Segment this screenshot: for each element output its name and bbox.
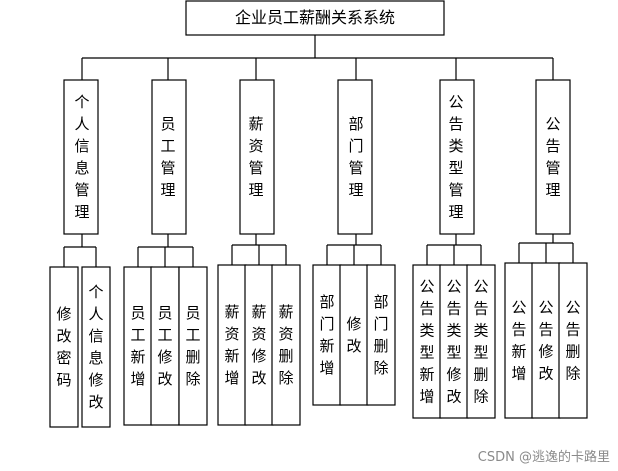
module-box: [63, 79, 99, 235]
module-label: 员工管理: [160, 115, 175, 199]
leaf-box: [123, 266, 153, 426]
module-box: [535, 79, 571, 235]
module-label: 公告管理: [545, 115, 560, 199]
leaf-box: [49, 266, 79, 428]
leaf-box: [312, 264, 342, 406]
module-box: [337, 79, 373, 235]
leaf-label: 部门删除: [373, 293, 388, 377]
leaf-label: 部门新增: [319, 293, 334, 377]
watermark: CSDN @逃逸的卡路里: [477, 450, 610, 465]
leaf-label: 公告类型新增: [419, 278, 434, 406]
leaf-label: 公告类型修改: [446, 278, 461, 406]
module-label: 个人信息管理: [74, 93, 89, 221]
module-box: [239, 79, 275, 235]
leaf-label: 员工删除: [185, 304, 200, 388]
leaf-box: [439, 264, 469, 419]
module-box: [439, 79, 475, 235]
leaf-label: 薪资新增: [224, 303, 239, 387]
root-label: 企业员工薪酬关系系统: [235, 8, 395, 27]
leaf-box: [504, 262, 534, 419]
leaf-box: [558, 262, 588, 419]
module-label: 薪资管理: [248, 115, 263, 199]
root-box: [185, 0, 445, 36]
leaf-label: 公告删除: [565, 299, 580, 383]
leaf-label: 公告修改: [538, 299, 553, 383]
leaf-label: 公告新增: [511, 299, 526, 383]
leaf-label: 公告类型删除: [473, 278, 488, 406]
module-box: [151, 79, 187, 235]
leaf-box: [244, 264, 274, 426]
leaf-box: [217, 264, 247, 426]
leaf-box: [271, 264, 301, 426]
leaf-box: [366, 264, 396, 406]
leaf-label: 员工修改: [157, 304, 172, 388]
leaf-label: 个人信息修改: [88, 283, 103, 411]
module-label: 部门管理: [348, 115, 363, 199]
leaf-box: [150, 266, 180, 426]
leaf-box: [81, 266, 111, 428]
leaf-box: [466, 264, 496, 419]
module-label: 公告类型管理: [448, 93, 463, 221]
leaf-label: 员工新增: [130, 304, 145, 388]
leaf-label: 薪资修改: [251, 303, 266, 387]
leaf-box: [531, 262, 561, 419]
leaf-label: 修改: [346, 315, 361, 355]
leaf-box: [178, 266, 208, 426]
leaf-label: 薪资删除: [278, 303, 293, 387]
leaf-box: [339, 264, 369, 406]
leaf-label: 修改密码: [56, 305, 71, 389]
